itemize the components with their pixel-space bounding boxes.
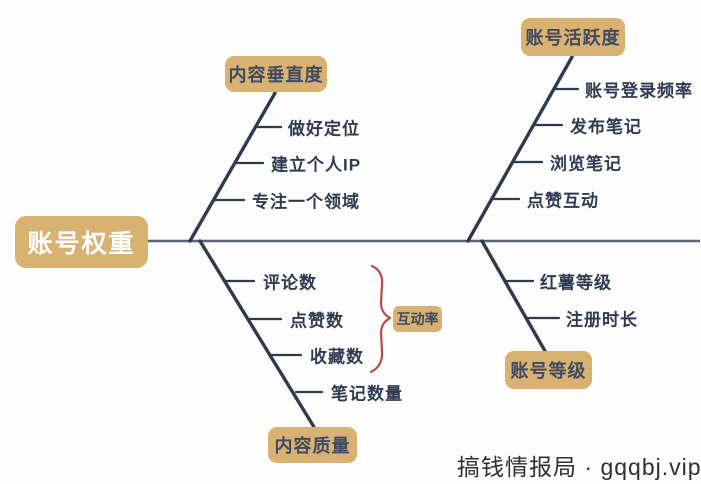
fishbone-item: 专注一个领域 xyxy=(252,192,360,212)
group-brace xyxy=(369,264,392,374)
fishbone-item: 收藏数 xyxy=(310,347,364,367)
fishbone-item: 点赞数 xyxy=(290,311,344,331)
category-box-bottom-left: 内容质量 xyxy=(268,427,357,463)
fishbone-item: 点赞互动 xyxy=(527,191,599,211)
category-box-top-right: 账号活跃度 xyxy=(521,18,625,56)
fishbone-item: 发布笔记 xyxy=(570,117,642,137)
category-box-bottom-right: 账号等级 xyxy=(505,351,592,389)
branch-line-top-left xyxy=(188,91,277,243)
branch-line-bottom-right xyxy=(480,239,547,353)
fishbone-item: 注册时长 xyxy=(566,310,638,330)
fishbone-item: 账号登录频率 xyxy=(585,81,693,101)
branch-line-top-right xyxy=(466,55,574,243)
root-node: 账号权重 xyxy=(15,216,148,268)
fishbone-item: 建立个人IP xyxy=(271,155,362,175)
interaction-rate-label: 互动率 xyxy=(393,306,442,332)
watermark: 搞钱情报局 · gqqbj.vip xyxy=(457,454,701,480)
fishbone-item: 做好定位 xyxy=(288,119,360,139)
category-box-top-left: 内容垂直度 xyxy=(225,56,327,92)
fishbone-item: 红薯等级 xyxy=(540,273,612,293)
fishbone-item: 浏览笔记 xyxy=(550,154,622,174)
fishbone-item: 笔记数量 xyxy=(331,384,403,404)
branch-line-bottom-left xyxy=(198,239,316,429)
fishbone-item: 评论数 xyxy=(263,273,317,293)
